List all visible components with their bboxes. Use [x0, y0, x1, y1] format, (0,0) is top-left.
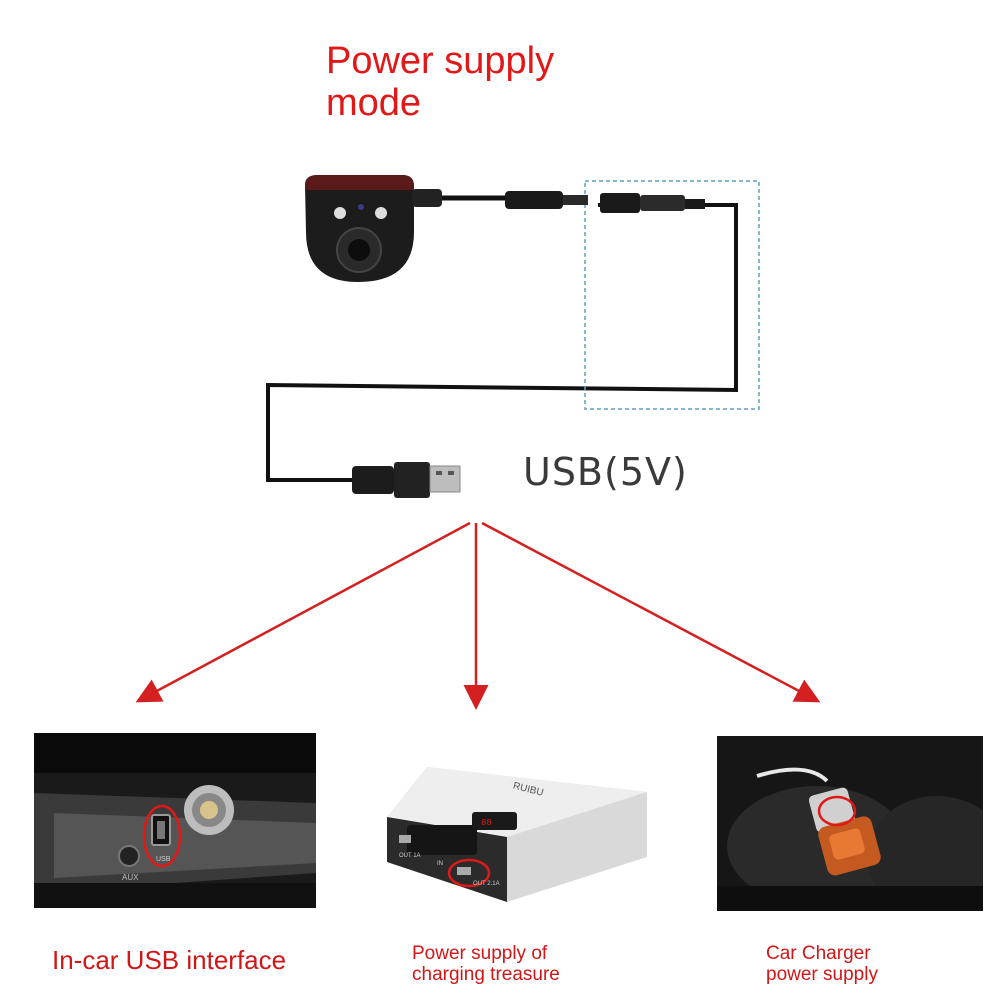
connector-highlight-box — [584, 180, 760, 410]
svg-text:88: 88 — [481, 818, 492, 828]
caption-power-bank-line-2: charging treasure — [412, 964, 560, 985]
usb-plug — [352, 462, 461, 498]
title-line-1: Power supply — [326, 40, 555, 82]
aux-label: AUX — [122, 873, 139, 882]
in-label: IN — [437, 861, 443, 867]
power-bank-photo: 88 RUIBU OUT 1A IN OUT 2.1A — [377, 757, 654, 905]
arrow-to-incar-usb — [135, 521, 471, 703]
usb-voltage-label: USB(5V) — [523, 450, 688, 494]
caption-car-charger: Car Charger power supply — [766, 943, 878, 985]
diagram-title: Power supply mode — [326, 40, 554, 124]
car-charger-port-highlight — [817, 795, 857, 827]
caption-car-charger-line-1: Car Charger — [766, 943, 871, 964]
caption-power-bank-line-1: Power supply of — [412, 943, 548, 964]
caption-car-charger-line-2: power supply — [766, 964, 878, 985]
camera-device — [305, 175, 588, 282]
arrow-to-car-charger — [481, 521, 821, 703]
power-cable — [266, 203, 738, 482]
power-bank-port-highlight — [447, 858, 491, 888]
usb-port-label: USB — [156, 856, 171, 863]
caption-power-bank: Power supply of charging treasure — [412, 943, 560, 985]
caption-incar-usb: In-car USB interface — [52, 945, 287, 975]
usb-port-highlight — [142, 804, 182, 868]
out2-label: OUT 2.1A — [473, 881, 500, 887]
out1-label: OUT 1A — [399, 853, 421, 859]
title-line-2: mode — [326, 82, 422, 124]
cable-connector — [600, 193, 705, 213]
car-charger-photo — [717, 736, 983, 911]
incar-usb-photo: AUX USB — [34, 733, 316, 908]
